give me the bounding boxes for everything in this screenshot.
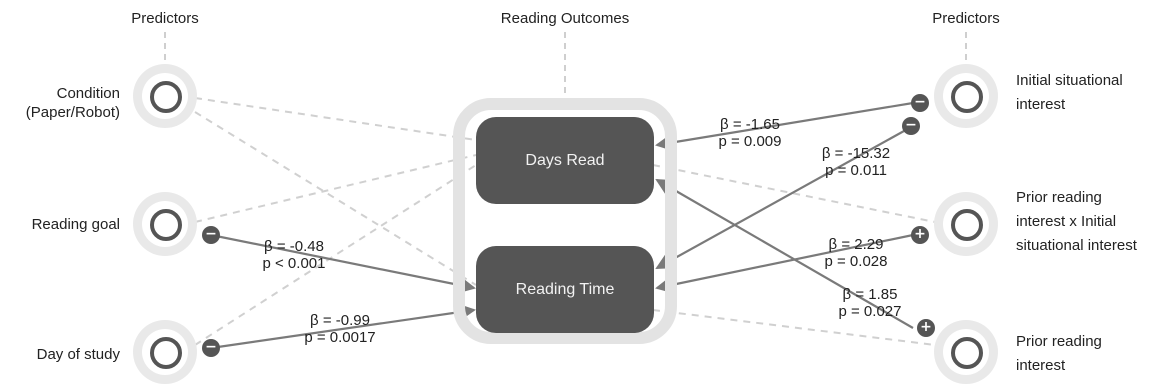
label-interaction: Prior reading interest x Initial situati… <box>1016 189 1137 254</box>
outcome-reading-time: Reading Time <box>476 246 654 333</box>
label-prior-interest: Prior reading interest <box>1016 333 1102 374</box>
dashed-link <box>652 309 936 346</box>
dashed-link <box>194 97 477 141</box>
dashed-link <box>194 111 477 286</box>
minus-badge-icon: − <box>202 339 220 357</box>
header-predictors-left: Predictors <box>131 10 199 27</box>
node-ring-icon <box>951 209 983 241</box>
arrow-prior-to-days-read <box>655 179 914 329</box>
minus-badge-icon: − <box>902 117 920 135</box>
node-prior-interest <box>934 320 998 384</box>
dashed-link <box>194 154 477 223</box>
label-condition: Condition (Paper/Robot) <box>25 85 120 121</box>
plus-badge-icon: + <box>917 319 935 337</box>
node-interaction <box>934 192 998 256</box>
stat-day-time: β = -0.99 p = 0.0017 <box>304 312 376 346</box>
node-ring-icon <box>150 209 182 241</box>
outcome-reading-time-label: Reading Time <box>515 280 615 298</box>
header-reading-outcomes: Reading Outcomes <box>500 10 630 27</box>
node-ring-icon <box>150 337 182 369</box>
arrow-goal-to-reading-time <box>210 233 476 295</box>
outcomes-frame <box>453 98 677 344</box>
arrow-day-to-reading-time <box>210 302 476 350</box>
node-reading-goal <box>133 192 197 256</box>
stat-goal-time: β = -0.48 p < 0.001 <box>262 238 326 272</box>
node-day-of-study <box>133 320 197 384</box>
arrow-interaction-to-reading-time <box>655 233 914 295</box>
label-reading-goal: Reading goal <box>31 216 120 233</box>
outcome-days-read-label: Days Read <box>525 151 605 169</box>
label-initial-interest: Initial situational interest <box>1016 72 1123 113</box>
minus-badge-icon: − <box>202 226 220 244</box>
node-condition <box>133 64 197 128</box>
node-ring-icon <box>150 81 182 113</box>
minus-badge-icon: − <box>911 94 929 112</box>
node-ring-icon <box>951 337 983 369</box>
stat-prior-days: β = 1.85 p = 0.027 <box>838 286 902 320</box>
stat-initial-time: β = -15.32 p = 0.011 <box>821 145 891 179</box>
node-initial-interest <box>934 64 998 128</box>
node-ring-icon <box>951 81 983 113</box>
arrow-initial-to-days-read <box>655 101 914 152</box>
header-predictors-right: Predictors <box>932 10 1000 27</box>
outcome-days-read: Days Read <box>476 117 654 204</box>
dashed-link <box>194 164 477 346</box>
stat-initial-days: β = -1.65 p = 0.009 <box>718 116 782 150</box>
arrow-initial-to-reading-time <box>655 125 914 269</box>
dashed-link <box>652 164 936 223</box>
plus-badge-icon: + <box>911 226 929 244</box>
label-day-of-study: Day of study <box>36 346 120 363</box>
stat-interaction-time: β = 2.29 p = 0.028 <box>824 236 888 270</box>
